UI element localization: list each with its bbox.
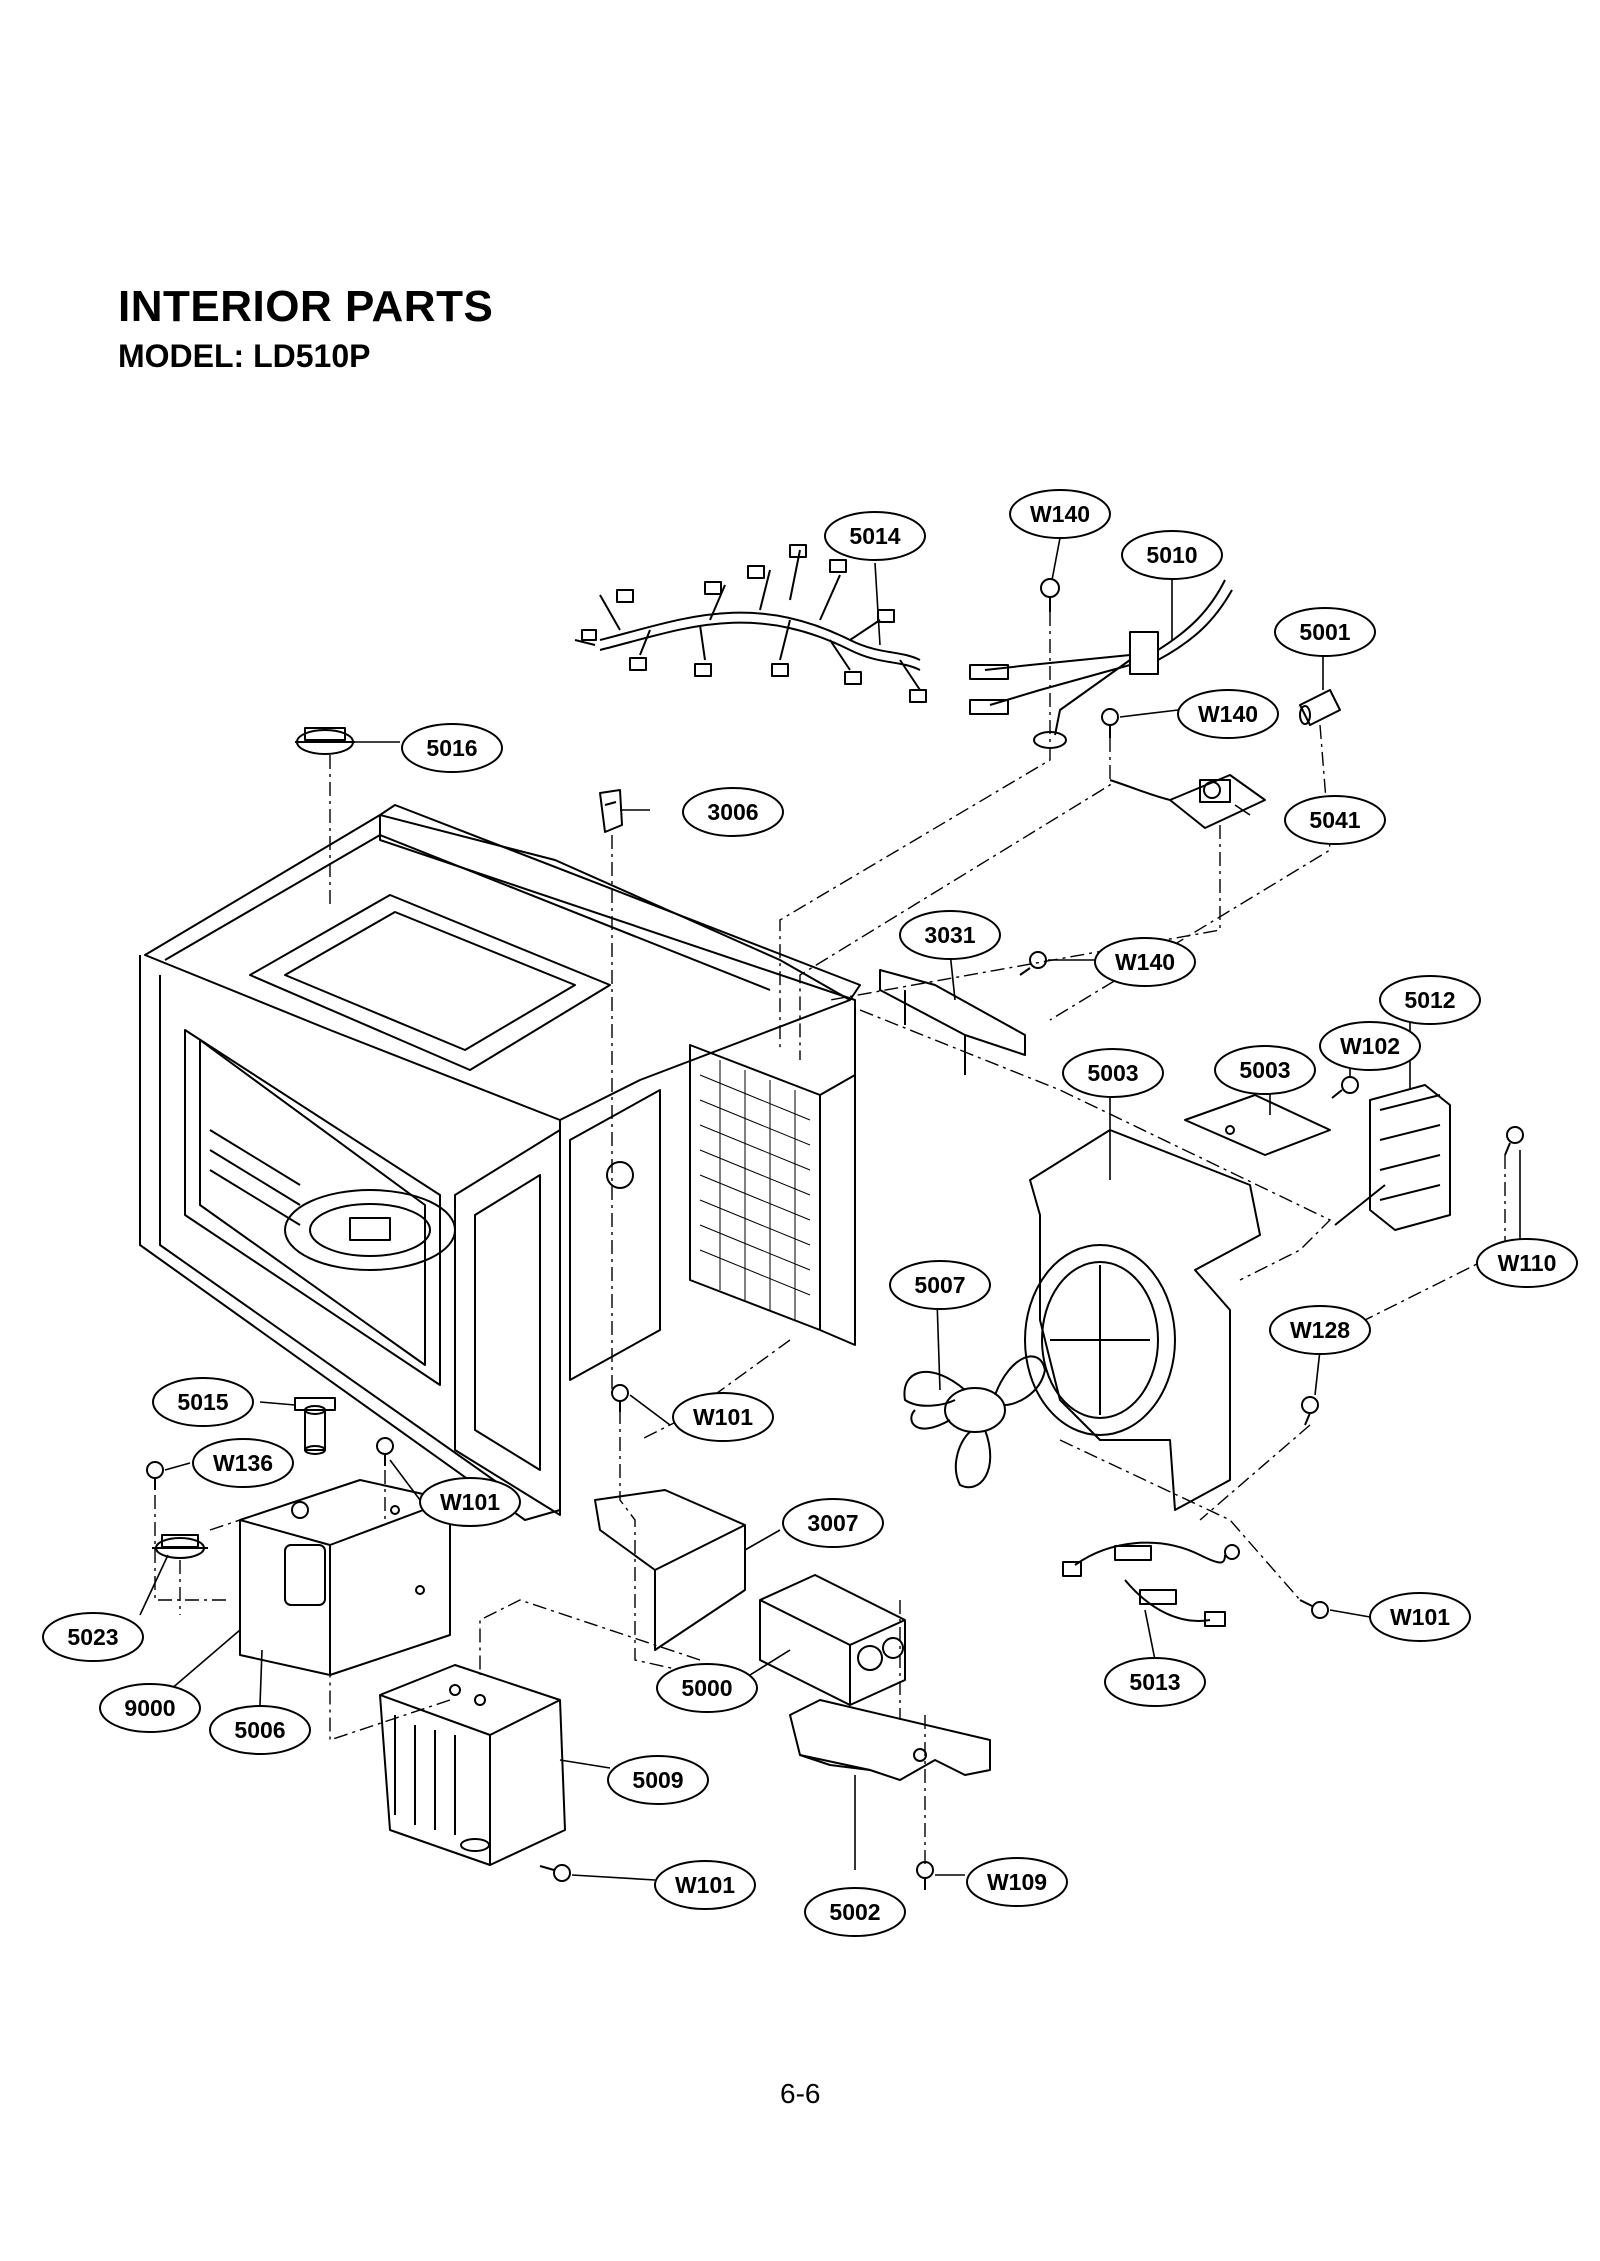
callout-w140: W140 [1177,689,1279,739]
callout-3007: 3007 [782,1498,884,1548]
page-title: INTERIOR PARTS [118,282,494,331]
callout-5006: 5006 [209,1705,311,1755]
hv-transformer-5006 [239,1479,451,1676]
fan-duct-assembly [1024,1129,1261,1511]
svg-text:W102: W102 [1340,1033,1400,1059]
callout-w101: W101 [419,1477,521,1527]
callout-5002: 5002 [804,1887,906,1937]
svg-text:5015: 5015 [177,1389,228,1415]
callout-w109: W109 [966,1857,1068,1907]
svg-text:W140: W140 [1030,501,1090,527]
capacitor-5000 [759,1574,906,1706]
svg-text:W140: W140 [1115,949,1175,975]
callout-w101: W101 [1369,1592,1471,1642]
callout-5009: 5009 [607,1755,709,1805]
fan-motor-5012 [1334,1084,1451,1231]
callout-leaders [139,537,1521,1881]
bracket-3007 [594,1489,746,1651]
cavity-assembly [139,804,861,1521]
svg-text:W101: W101 [440,1489,500,1515]
callout-w110: W110 [1476,1238,1578,1288]
svg-text:5010: 5010 [1146,542,1197,568]
callout-5012: 5012 [1379,975,1481,1025]
svg-text:W128: W128 [1290,1317,1350,1343]
svg-text:5016: 5016 [426,735,477,761]
fuse-5001 [1299,689,1341,726]
svg-text:5003: 5003 [1239,1057,1290,1083]
svg-text:3007: 3007 [807,1510,858,1536]
callout-5015: 5015 [152,1377,254,1427]
svg-text:5001: 5001 [1299,619,1350,645]
thermostat-5016 [295,727,355,755]
callout-w128: W128 [1269,1305,1371,1355]
svg-text:5007: 5007 [914,1272,965,1298]
bracket-3031 [879,969,1026,1075]
svg-text:5006: 5006 [234,1717,285,1743]
callout-5041: 5041 [1284,795,1386,845]
callout-3006: 3006 [682,787,784,837]
svg-text:5041: 5041 [1309,807,1360,833]
fan-blade-5007 [903,1355,1046,1488]
latch-3006 [599,789,623,833]
thermostat-5023 [152,1534,208,1559]
svg-text:W109: W109 [987,1869,1047,1895]
assembly-guide-lines [154,612,1506,1865]
magnetron-5009 [379,1664,566,1866]
svg-text:W136: W136 [213,1450,273,1476]
svg-text:5002: 5002 [829,1899,880,1925]
noise-filter-5041 [1109,774,1266,829]
callout-w136: W136 [192,1438,294,1488]
wire-harness-5014 [574,544,927,703]
svg-text:5000: 5000 [681,1675,732,1701]
svg-text:5013: 5013 [1129,1669,1180,1695]
screws [146,578,1524,1890]
callout-5023: 5023 [42,1612,144,1662]
callout-5010: 5010 [1121,530,1223,580]
svg-text:W101: W101 [693,1404,753,1430]
callout-3031: 3031 [899,910,1001,960]
callout-w101: W101 [654,1860,756,1910]
callout-w140: W140 [1009,489,1111,539]
svg-text:W140: W140 [1198,701,1258,727]
svg-text:W101: W101 [1390,1604,1450,1630]
callouts: 5014 W140 5010 5001 W140 5016 3006 5041 … [42,489,1578,1937]
bracket-5002 [789,1699,991,1781]
power-cord-5010 [969,579,1233,749]
svg-text:5009: 5009 [632,1767,683,1793]
callout-5000: 5000 [656,1663,758,1713]
wire-5013 [1062,1541,1240,1627]
svg-text:3006: 3006 [707,799,758,825]
svg-text:5023: 5023 [67,1624,118,1650]
callout-5003: 5003 [1062,1048,1164,1098]
svg-text:5012: 5012 [1404,987,1455,1013]
svg-text:W110: W110 [1498,1250,1557,1276]
svg-text:3031: 3031 [924,922,975,948]
air-guide-5003 [1184,1094,1331,1156]
callout-w140: W140 [1094,937,1196,987]
callout-5007: 5007 [889,1260,991,1310]
svg-text:9000: 9000 [124,1695,175,1721]
svg-text:5003: 5003 [1087,1060,1138,1086]
callout-5014: 5014 [824,511,926,561]
callout-w101: W101 [672,1392,774,1442]
callout-5013: 5013 [1104,1657,1206,1707]
svg-text:5014: 5014 [849,523,900,549]
callout-5001: 5001 [1274,607,1376,657]
page-number: 6-6 [780,2078,821,2109]
svg-text:W101: W101 [675,1872,735,1898]
callout-w102: W102 [1319,1021,1421,1071]
model-label: MODEL: LD510P [118,338,371,374]
thermal-cutout-5015 [294,1397,336,1455]
callout-9000: 9000 [99,1683,201,1733]
callout-5003: 5003 [1214,1045,1316,1095]
callout-5016: 5016 [401,723,503,773]
